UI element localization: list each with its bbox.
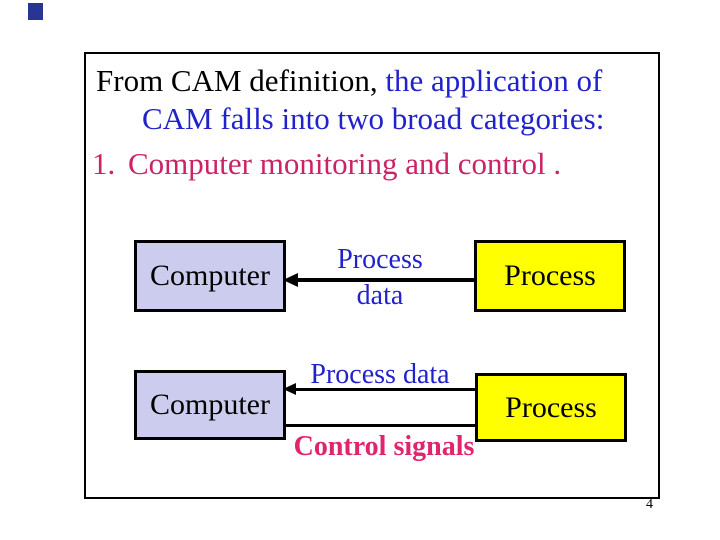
- process-data-arrow-row1: [296, 278, 474, 282]
- process-data-label-row1: Process data: [286, 242, 474, 314]
- list-item-number: 1.: [92, 146, 116, 181]
- process-box-1: Process: [474, 240, 626, 312]
- process-box-2-label: Process: [505, 390, 597, 424]
- page-number: 4: [646, 497, 653, 512]
- process-box-2: Process: [475, 373, 627, 442]
- corner-marker: [28, 3, 43, 20]
- heading-line-2: CAM falls into two broad categories:: [142, 101, 605, 136]
- control-signals-label: Control signals: [293, 431, 475, 462]
- process-data-label-row1-line2: data: [356, 280, 404, 311]
- process-data-label-row2: Process data: [310, 359, 450, 390]
- computer-box-1-label: Computer: [150, 259, 270, 292]
- heading-line1-black: From CAM definition,: [96, 63, 378, 98]
- heading-line1-blue: the application of: [377, 63, 603, 98]
- heading-line-1: From CAM definition, the application of: [96, 62, 602, 99]
- control-signals-line: [285, 424, 477, 427]
- slide: From CAM definition, the application of …: [84, 52, 660, 499]
- process-data-label-row1-line1: Process: [337, 244, 423, 275]
- list-item-text: Computer monitoring and control .: [128, 146, 562, 181]
- arrowhead-left-icon: [283, 383, 296, 395]
- process-box-1-label: Process: [504, 259, 596, 292]
- computer-box-1: Computer: [134, 240, 286, 312]
- list-item-1: 1. Computer monitoring and control .: [92, 145, 561, 182]
- process-data-arrow-row2: [295, 388, 475, 391]
- computer-box-2: Computer: [134, 370, 286, 440]
- arrowhead-left-icon: [283, 273, 298, 287]
- computer-box-2-label: Computer: [150, 388, 270, 421]
